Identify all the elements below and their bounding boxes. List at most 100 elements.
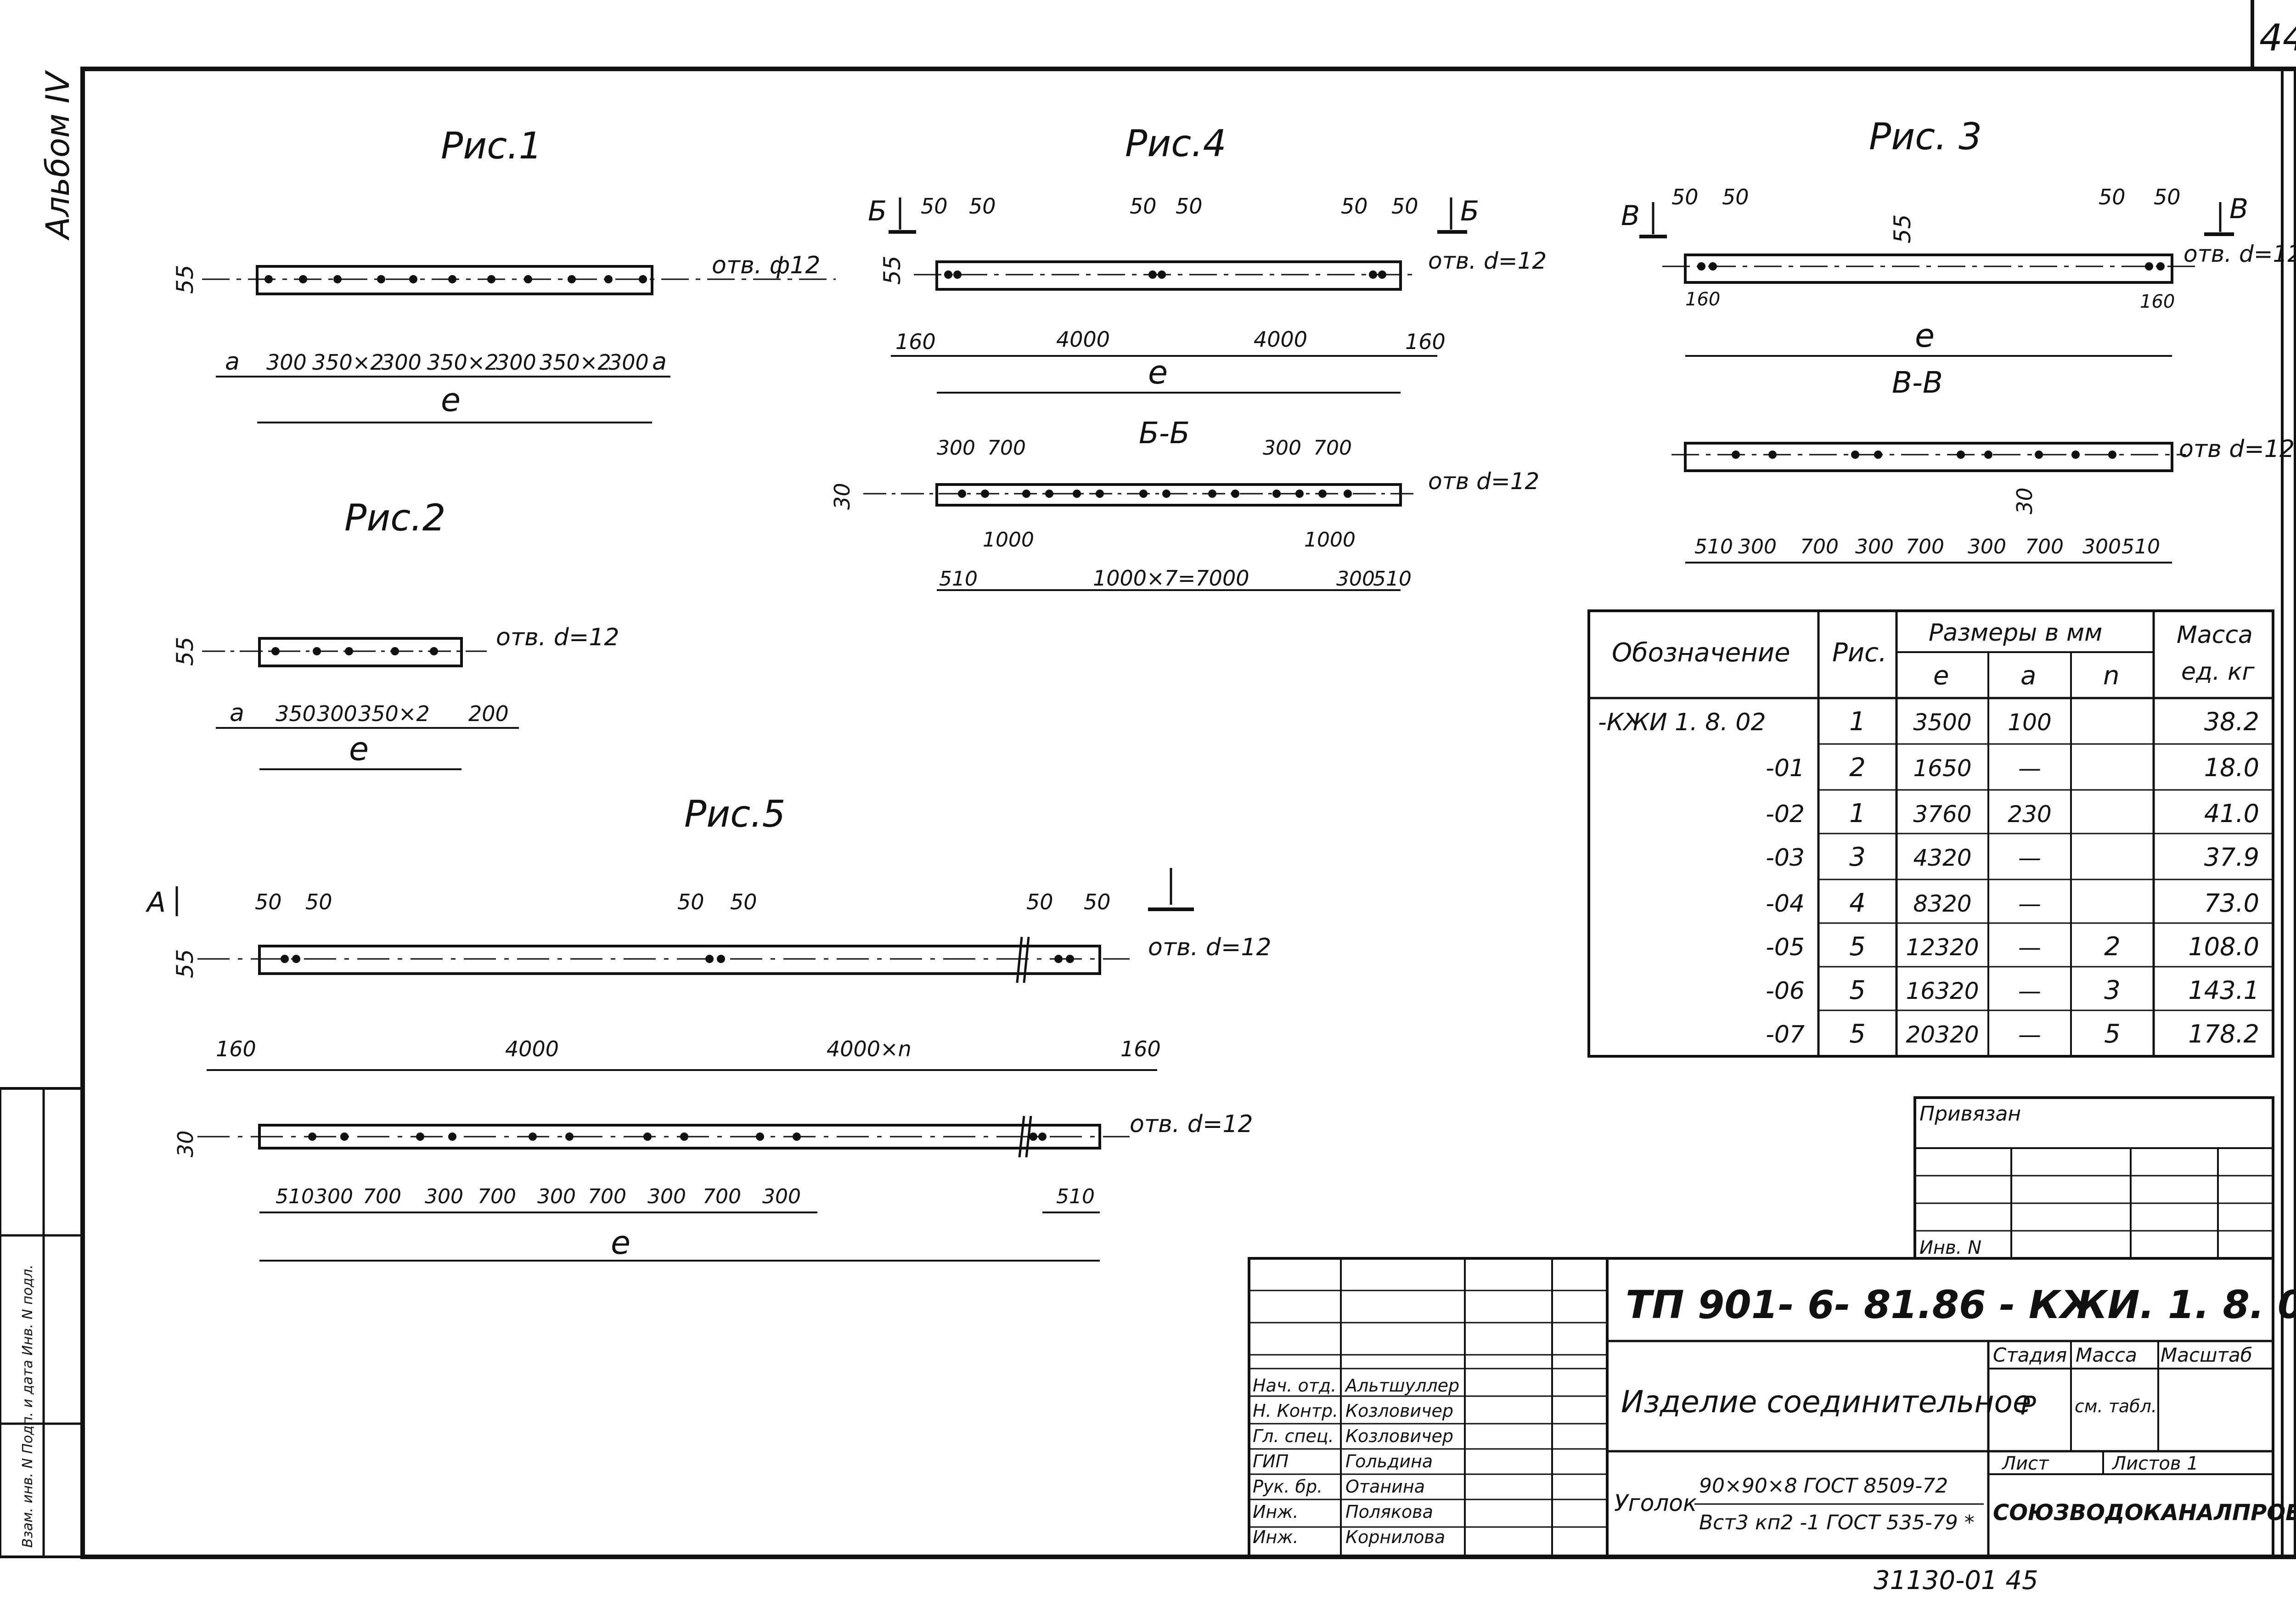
fig4-top-dim: 50 <box>1391 194 1418 219</box>
fig3-end-dim: 160 <box>2140 291 2175 312</box>
fig4-length-dim: 160 <box>895 329 936 354</box>
fig3-section-dim: 300 <box>1738 535 1777 558</box>
table-cell-fig: 5 <box>1849 932 1866 962</box>
figure-5: Рис.5 А 50 50 50 50 50 50 55 отв. d=12 1… <box>145 793 1272 1262</box>
table-cell-mass: 178.2 <box>2188 1020 2259 1048</box>
side-stamp-text: Взам. инв. N Подп. и дата Инв. N подл. <box>20 1264 36 1548</box>
mass-header: Масса <box>2076 1344 2137 1366</box>
table-header-l: e <box>1933 661 1949 691</box>
fig4-hole-note: отв. d=12 <box>1428 248 1547 274</box>
fig3-section-hole-note: отв d=12 <box>2179 435 2295 463</box>
fig4-top-dim: 50 <box>1130 194 1157 219</box>
fig1-dim-a-left: a <box>225 348 240 376</box>
fig5-top-dim: 50 <box>305 890 332 914</box>
table-cell-n: 5 <box>2104 1019 2121 1049</box>
fig3-section-holes <box>1732 451 2116 459</box>
sheet-frame <box>0 0 2296 1559</box>
table-cell-l: 16320 <box>1906 978 1979 1004</box>
fig4-top-dim: 50 <box>969 194 996 219</box>
fig5-section-dim: 300 <box>425 1185 463 1208</box>
table-header-fig: Рис. <box>1832 638 1887 668</box>
material-line-1: 90×90×8 ГОСТ 8509-72 <box>1699 1474 1948 1498</box>
table-cell-designation: -07 <box>1766 1021 1805 1048</box>
table-header-mass-2: ед. кг <box>2181 658 2255 686</box>
scale-header: Масштаб <box>2161 1344 2252 1366</box>
fig5-hole-note: отв. d=12 <box>1148 934 1272 961</box>
staff-name: Полякова <box>1345 1502 1433 1522</box>
fig3-top-dim: 50 <box>2154 185 2181 209</box>
fig1-holes <box>264 275 647 283</box>
album-label: Альбом IV <box>39 70 77 241</box>
fig1-dim: 350×2 <box>427 350 499 375</box>
binding-block: Привязан Инв. N <box>1913 1096 2274 1260</box>
fig5-bar <box>258 945 1101 975</box>
fig4-length-label: e <box>1148 354 1168 391</box>
fig1-height-dim: 55 <box>172 265 198 294</box>
binding-title: Привязан <box>1919 1102 2021 1126</box>
fig4-section-top-dim: 300 <box>937 436 975 460</box>
fig5-section-holes <box>308 1133 1047 1141</box>
staff-name: Альтшуллер <box>1344 1375 1459 1396</box>
stage-value: Р <box>2020 1391 2036 1421</box>
table-cell-designation: -02 <box>1766 800 1805 828</box>
material-line-2: Вст3 кп2 -1 ГОСТ 535-79 * <box>1699 1511 1975 1534</box>
fig4-section-top-dim: 700 <box>987 436 1026 460</box>
staff-role: Рук. бр. <box>1253 1476 1322 1497</box>
staff-role: Н. Контр. <box>1253 1401 1338 1421</box>
fig4-length-dim: 160 <box>1405 329 1446 354</box>
fig1-bar <box>256 265 653 295</box>
fig4-title: Рис.4 <box>1125 122 1227 165</box>
table-cell-mass: 73.0 <box>2204 889 2259 918</box>
table-cell-n: 2 <box>2104 932 2121 962</box>
page-number: 44 <box>2259 17 2296 59</box>
table-cell-a: 100 <box>2008 709 2051 736</box>
staff-role: Инж. <box>1253 1527 1299 1547</box>
fig3-hole-note: отв. d=12 <box>2183 241 2296 267</box>
fig4-section-bottom-dim: 300 <box>1336 567 1375 591</box>
table-cell-mass: 18.0 <box>2204 753 2259 782</box>
fig4-section-mid-dim: 1000 <box>983 528 1034 552</box>
fig1-dim: 300 <box>266 350 307 375</box>
fig3-top-dim: 50 <box>2099 185 2126 209</box>
fig3-length-label: e <box>1915 317 1935 355</box>
table-cell-mass: 143.1 <box>2188 976 2259 1005</box>
fig4-holes <box>944 270 1386 279</box>
table-cell-mass: 108.0 <box>2188 932 2259 961</box>
fig5-section-dim: 700 <box>703 1185 741 1208</box>
fig1-dim: 300 <box>496 350 536 375</box>
figure-3: Рис. 3 В В 50 50 50 50 55 отв. d=12 160 … <box>1621 115 2296 564</box>
fig3-section-dim: 300 <box>2082 535 2121 558</box>
table-cell-fig: 2 <box>1849 753 1866 783</box>
binding-inv-label: Инв. N <box>1919 1237 1981 1258</box>
fig3-section-dim: 700 <box>1800 535 1839 558</box>
table-cell-a: — <box>2018 934 2041 961</box>
fig1-dim: 300 <box>608 350 649 375</box>
fig5-height-dim: 55 <box>172 949 198 978</box>
fig4-section-mid-dim: 1000 <box>1304 528 1356 552</box>
fig5-top-dim: 50 <box>255 890 282 914</box>
table-cell-a: 230 <box>2008 801 2051 828</box>
staff-role: Нач. отд. <box>1253 1375 1336 1396</box>
fig4-section-top-dim: 300 <box>1263 436 1301 460</box>
fig4-top-dim: 50 <box>921 194 948 219</box>
staff-name: Гольдина <box>1345 1451 1433 1471</box>
fig5-length-dim: 160 <box>1120 1037 1161 1061</box>
fig5-section-dim: 700 <box>588 1185 626 1208</box>
table-cell-designation: -04 <box>1766 890 1805 918</box>
fig3-end-dim: 160 <box>1685 289 1720 310</box>
table-cell-fig: 1 <box>1849 799 1866 828</box>
fig3-section-height: 30 <box>2012 487 2037 514</box>
table-header-a: a <box>2020 661 2036 691</box>
table-cell-designation: -05 <box>1766 934 1805 961</box>
fig4-length-dim: 4000 <box>1056 327 1110 352</box>
fig3-section-mark-right: В <box>2229 193 2248 225</box>
fig5-section-mark-left: А <box>145 886 166 919</box>
fig5-section-hole-note: отв. d=12 <box>1130 1110 1253 1138</box>
fig3-title: Рис. 3 <box>1869 115 1982 158</box>
table-cell-fig: 4 <box>1849 888 1866 918</box>
fig5-length-dim: 160 <box>216 1037 256 1061</box>
specification-table: Обозначение Рис. Размеры в мм e a n Масс… <box>1587 609 2274 1058</box>
organization: СОЮЗВОДОКАНАЛПРОЕКТ <box>1993 1500 2296 1526</box>
fig5-section-dim: 300 <box>647 1185 686 1208</box>
table-header-designation: Обозначение <box>1612 638 1790 668</box>
